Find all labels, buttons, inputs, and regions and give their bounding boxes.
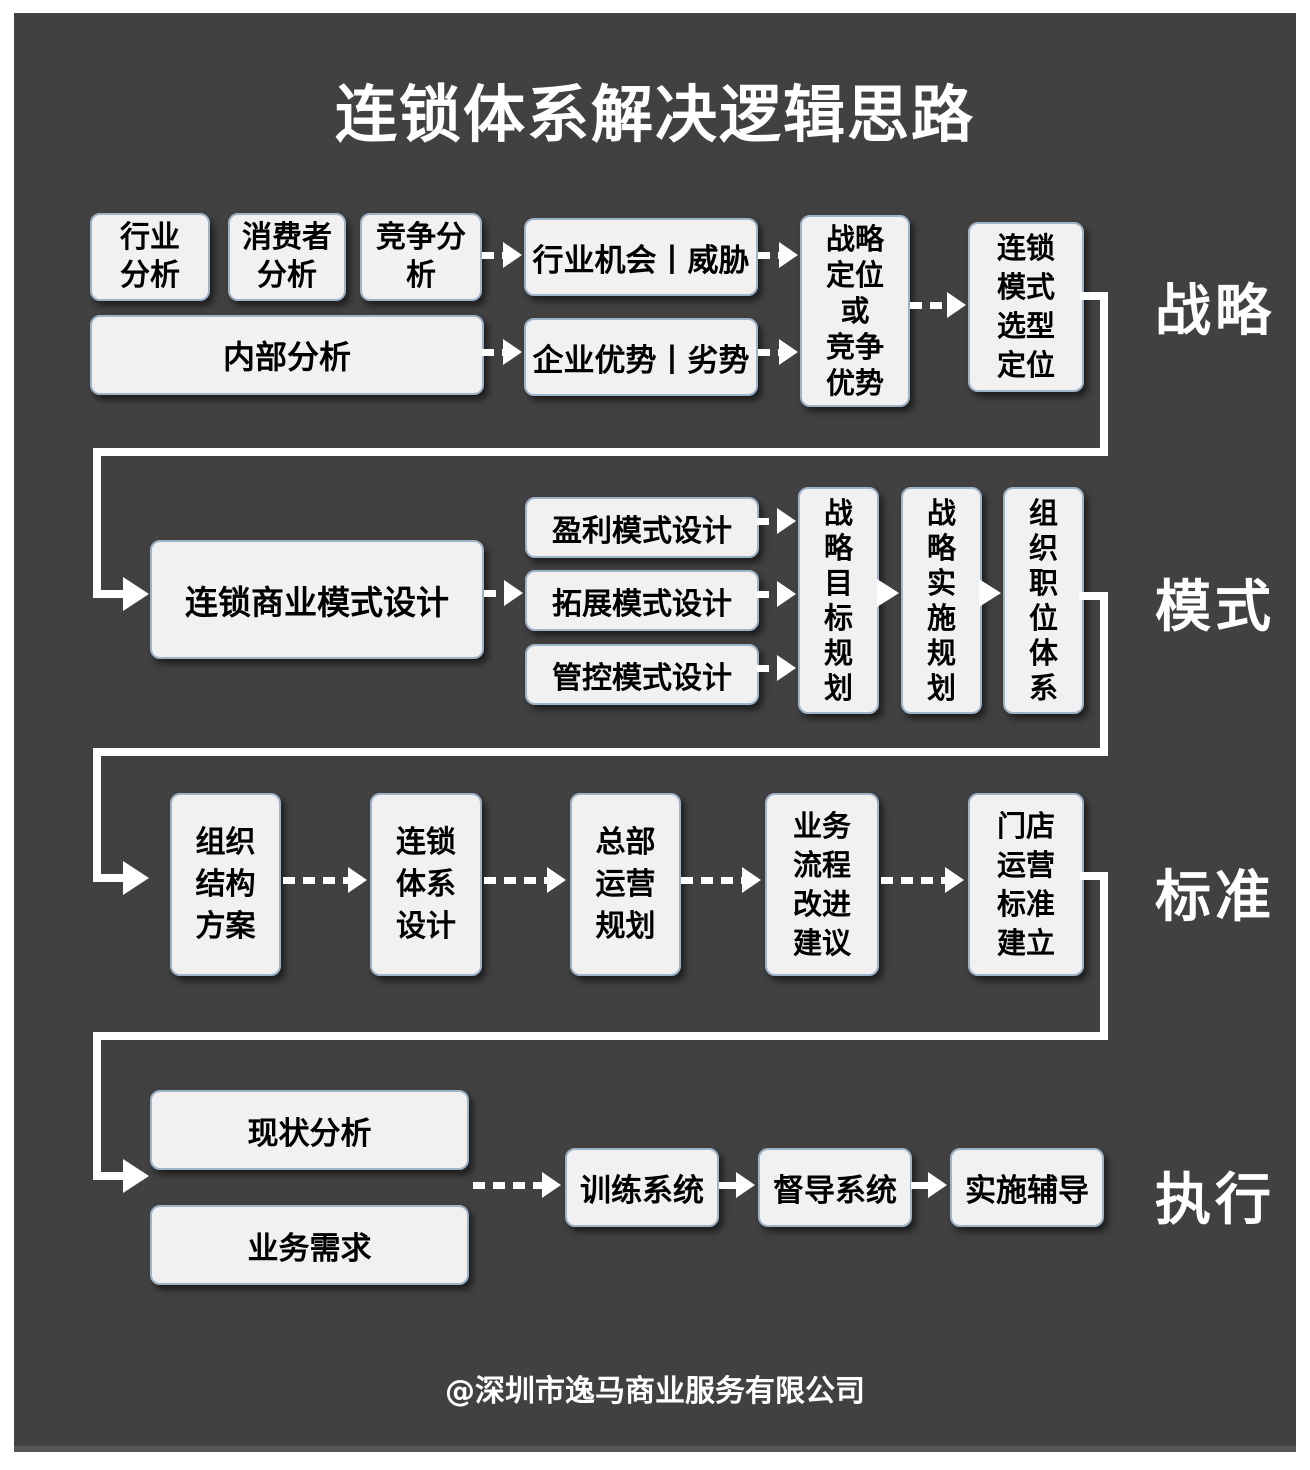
node-strategy-positioning: 战略 定位 或 竞争 优势 bbox=[800, 215, 910, 407]
arrowhead-icon bbox=[547, 867, 566, 893]
dashed-arrow bbox=[681, 866, 761, 894]
connector-segment bbox=[93, 1172, 123, 1180]
node-expansion-model-design: 拓展模式设计 bbox=[525, 570, 759, 631]
dash-line bbox=[757, 590, 777, 598]
dashed-arrow bbox=[484, 579, 523, 607]
arrowhead-icon bbox=[123, 861, 149, 895]
dashed-arrow bbox=[758, 241, 798, 269]
stage-label-standard: 标准 bbox=[1155, 865, 1275, 930]
node-control-model-design: 管控模式设计 bbox=[525, 644, 759, 705]
arrowhead-icon bbox=[979, 579, 1001, 607]
node-chain-mode-selection: 连锁 模式 选型 定位 bbox=[968, 222, 1084, 392]
dashed-arrow bbox=[283, 866, 367, 894]
dash-line bbox=[758, 251, 779, 259]
arrowhead-icon bbox=[947, 292, 966, 318]
arrowhead-icon bbox=[503, 242, 522, 268]
node-business-process-improvement: 业务 流程 改进 建议 bbox=[765, 793, 879, 976]
node-training-system: 训练系统 bbox=[565, 1148, 719, 1227]
connector-segment bbox=[1080, 292, 1108, 300]
stage-label-strategy: 战略 bbox=[1155, 279, 1275, 344]
dash-line bbox=[482, 348, 503, 356]
company-credit: @深圳市逸马商业服务有限公司 bbox=[445, 1374, 865, 1409]
arrowhead-icon bbox=[779, 339, 798, 365]
arrow-line bbox=[911, 1181, 928, 1189]
connector-segment bbox=[93, 1032, 101, 1180]
node-industry-analysis: 行业 分析 bbox=[90, 213, 210, 301]
dash-line bbox=[484, 876, 547, 884]
connector-segment bbox=[1080, 872, 1108, 880]
arrow-line bbox=[719, 1181, 736, 1189]
dash-line bbox=[473, 1181, 542, 1189]
dashed-arrow bbox=[757, 580, 796, 608]
node-enterprise-advantage-disadvantage: 企业优势丨劣势 bbox=[524, 318, 758, 396]
connector-segment bbox=[1100, 292, 1108, 456]
dashed-arrow bbox=[473, 1171, 561, 1199]
dash-line bbox=[484, 589, 504, 597]
diagram-title: 连锁体系解决逻辑思路 bbox=[334, 78, 975, 151]
arrowhead-icon bbox=[503, 339, 522, 365]
dashed-arrow bbox=[910, 291, 966, 319]
stage-label-execution: 执行 bbox=[1155, 1168, 1275, 1233]
arrowhead-icon bbox=[779, 242, 798, 268]
connector-segment bbox=[1100, 872, 1108, 1040]
connector-segment bbox=[93, 448, 1108, 456]
node-competition-analysis: 竞争分 析 bbox=[360, 213, 482, 301]
solid-arrow bbox=[911, 1171, 947, 1199]
node-store-operation-standard: 门店 运营 标准 建立 bbox=[968, 793, 1084, 976]
dash-line bbox=[482, 251, 503, 259]
arrowhead-icon bbox=[542, 1172, 561, 1198]
node-internal-analysis: 内部分析 bbox=[90, 315, 484, 395]
stage-label-model: 模式 bbox=[1155, 575, 1275, 640]
arrowhead-icon bbox=[777, 581, 796, 607]
dashed-arrow bbox=[757, 654, 796, 682]
node-business-requirement: 业务需求 bbox=[150, 1205, 469, 1285]
dash-line bbox=[758, 348, 779, 356]
dash-line bbox=[283, 876, 348, 884]
dashed-arrow bbox=[482, 338, 522, 366]
node-hq-operation-planning: 总部 运营 规划 bbox=[570, 793, 681, 976]
node-industry-opportunity-threat: 行业机会丨威胁 bbox=[524, 218, 758, 296]
solid-arrow bbox=[719, 1171, 755, 1199]
connector-segment bbox=[93, 748, 101, 882]
node-chain-business-model-design: 连锁商业模式设计 bbox=[150, 540, 484, 659]
dashed-arrow bbox=[482, 241, 522, 269]
arrowhead-icon bbox=[504, 580, 523, 606]
node-status-analysis: 现状分析 bbox=[150, 1090, 469, 1170]
node-consumer-analysis: 消费者 分析 bbox=[228, 213, 346, 301]
arrowhead-icon bbox=[928, 1172, 947, 1198]
arrowhead-icon bbox=[742, 867, 761, 893]
dashed-arrow bbox=[881, 866, 964, 894]
node-strategy-implementation-planning: 战 略 实 施 规 划 bbox=[901, 487, 982, 714]
dash-line bbox=[757, 664, 777, 672]
dashed-arrow bbox=[758, 338, 798, 366]
node-profit-model-design: 盈利模式设计 bbox=[525, 497, 759, 558]
arrowhead-icon bbox=[348, 867, 367, 893]
arrowhead-icon bbox=[123, 1159, 149, 1193]
connector-segment bbox=[93, 590, 123, 598]
connector-segment bbox=[1079, 592, 1108, 600]
arrowhead-icon bbox=[945, 867, 964, 893]
connector-segment bbox=[93, 1032, 1108, 1040]
connector-segment bbox=[1100, 592, 1108, 756]
arrowhead-icon bbox=[877, 579, 899, 607]
connector-segment bbox=[93, 448, 101, 598]
dash-line bbox=[881, 876, 945, 884]
node-org-position-system: 组 织 职 位 体 系 bbox=[1003, 487, 1084, 714]
arrowhead-icon bbox=[777, 655, 796, 681]
arrowhead-icon bbox=[123, 577, 149, 611]
arrowhead-icon bbox=[777, 508, 796, 534]
node-supervision-system: 督导系统 bbox=[758, 1148, 912, 1227]
dash-line bbox=[757, 517, 777, 525]
node-implementation-coaching: 实施辅导 bbox=[950, 1148, 1104, 1227]
dashed-arrow bbox=[484, 866, 566, 894]
connector-segment bbox=[93, 748, 1108, 756]
dash-line bbox=[681, 876, 742, 884]
node-org-structure-plan: 组织 结构 方案 bbox=[170, 793, 281, 976]
node-strategy-goal-planning: 战 略 目 标 规 划 bbox=[798, 487, 879, 714]
connector-segment bbox=[93, 874, 123, 882]
dash-line bbox=[910, 301, 947, 309]
dashed-arrow bbox=[757, 507, 796, 535]
arrowhead-icon bbox=[736, 1172, 755, 1198]
node-chain-system-design: 连锁 体系 设计 bbox=[370, 793, 482, 976]
